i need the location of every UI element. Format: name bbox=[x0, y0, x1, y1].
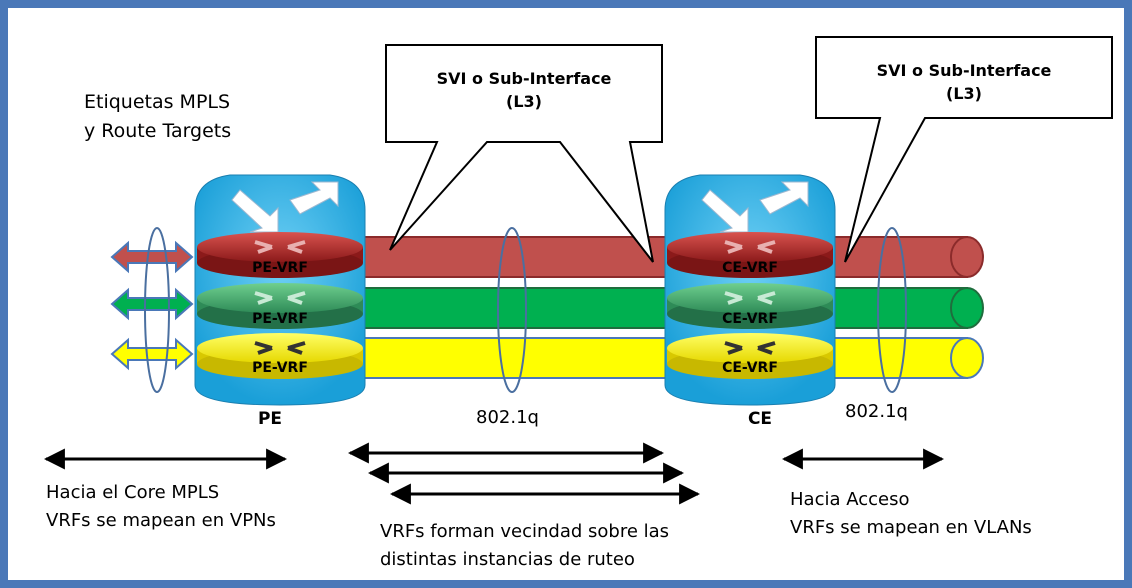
ce-vrf-red-label: CE-VRF bbox=[722, 260, 778, 276]
left-arrow-yellow bbox=[110, 337, 194, 371]
red-pipe bbox=[269, 236, 984, 278]
dot1q-middle-label: 802.1q bbox=[476, 407, 539, 428]
ce-label: CE bbox=[747, 409, 773, 429]
ce-disc-green bbox=[667, 283, 833, 329]
pe-router-arrows-icon bbox=[231, 181, 339, 233]
top-left-label-line2: y Route Targets bbox=[84, 120, 232, 142]
dot1q-right-label: 802.1q bbox=[845, 401, 908, 422]
ce-router bbox=[664, 174, 836, 406]
pe-disc-red bbox=[197, 232, 363, 278]
ce-vrf-yellow-label: CE-VRF bbox=[722, 360, 778, 376]
callout-right bbox=[815, 36, 1113, 263]
pe-router bbox=[194, 174, 366, 406]
pe-vrf-green-label: PE-VRF bbox=[252, 311, 308, 327]
top-left-label-line1: Etiquetas MPLS bbox=[84, 91, 231, 113]
green-pipe bbox=[269, 287, 984, 329]
ce-vrf-green-label: CE-VRF bbox=[722, 311, 778, 327]
callout-middle-line1: SVI o Sub-Interface bbox=[436, 69, 612, 88]
callout-middle bbox=[385, 44, 663, 263]
yellow-pipe bbox=[269, 337, 984, 379]
bottom-right-line1: Hacia Acceso bbox=[790, 489, 910, 510]
left-ring bbox=[144, 227, 170, 393]
pe-disc-green bbox=[197, 283, 363, 329]
pe-disc-yellow bbox=[197, 333, 363, 379]
middle-ring bbox=[497, 227, 527, 393]
bottom-left-line1: Hacia el Core MPLS bbox=[46, 482, 220, 503]
pe-vrf-red-label: PE-VRF bbox=[252, 260, 308, 276]
bottom-left-line2: VRFs se mapean en VPNs bbox=[46, 510, 276, 531]
ce-router-arrows-icon bbox=[701, 181, 809, 233]
pe-label: PE bbox=[257, 409, 283, 429]
pe-vrf-yellow-label: PE-VRF bbox=[252, 360, 308, 376]
left-arrow-red bbox=[110, 240, 194, 274]
callout-right-line2: (L3) bbox=[946, 84, 982, 103]
ce-disc-yellow bbox=[667, 333, 833, 379]
bottom-middle-line2: distintas instancias de ruteo bbox=[380, 549, 635, 570]
callout-middle-line2: (L3) bbox=[506, 92, 542, 111]
left-arrow-green bbox=[110, 287, 194, 321]
bottom-right-line2: VRFs se mapean en VLANs bbox=[790, 517, 1032, 538]
ce-disc-red bbox=[667, 232, 833, 278]
right-ring bbox=[877, 227, 907, 393]
callout-right-line1: SVI o Sub-Interface bbox=[876, 61, 1052, 80]
bottom-middle-line1: VRFs forman vecindad sobre las bbox=[380, 521, 670, 542]
